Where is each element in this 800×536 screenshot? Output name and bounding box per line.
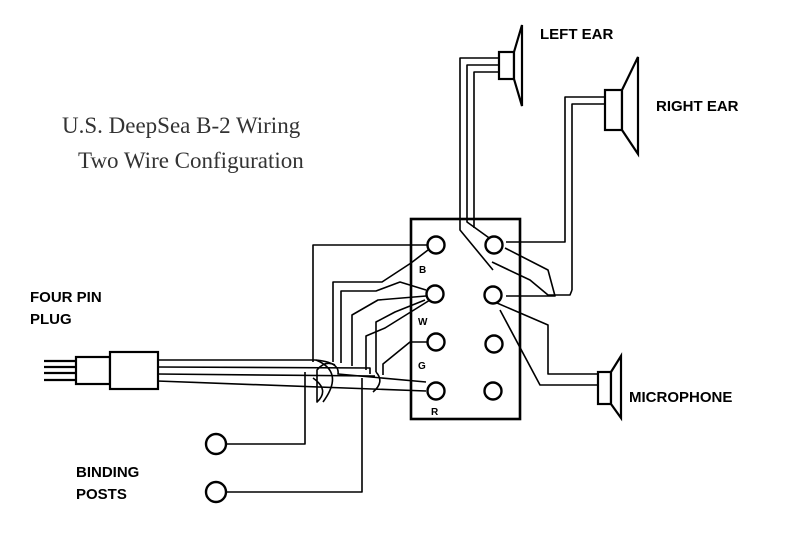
terminal-letter-b: B [419,265,426,276]
plug-cable-wire-2 [156,366,371,374]
cable-hump-wire [312,362,336,403]
terminal-letter-w: W [418,317,428,328]
left-ear-label: LEFT EAR [540,26,613,43]
microphone-icon [596,352,623,422]
plug-cable-wire-4 [156,380,427,392]
right-ear-wire-a [506,96,605,243]
left-ear-wire-a [459,57,499,271]
terminal-w [425,284,445,304]
left-ear-wire-c [473,71,500,228]
g-terminal-wire [382,341,427,375]
binding-posts-label-line1: BINDING [76,464,139,481]
terminal-right-1 [484,235,504,255]
right-ear-link-wire [491,261,573,296]
plug-cable-wire-1 [157,359,427,383]
plug-cable-wire-3 [156,373,376,377]
b-terminal-wire [332,249,429,362]
binding-post-wire-lower [227,378,363,493]
terminal-right-3 [484,334,504,354]
right-ear-return-wire [504,247,556,297]
cable-crossing-wire [315,359,334,403]
microphone-label: MICROPHONE [629,389,732,406]
left-ear-speaker-icon [497,24,524,107]
binding-post-wire-upper [227,372,306,445]
terminal-letter-g: G [418,361,426,372]
title-line-1: U.S. DeepSea B-2 Wiring [62,113,301,138]
terminal-r [426,381,446,401]
terminal-right-4 [483,381,503,401]
right-ear-speaker-icon [603,56,640,158]
four-pin-plug-icon [44,350,160,391]
binding-post-icon-upper [204,432,228,456]
w-terminal-wire-b [351,295,427,366]
terminal-g [426,332,446,352]
terminal-b [426,235,446,255]
b-terminal-loop-wire [312,244,427,362]
right-ear-label: RIGHT EAR [656,98,739,115]
title-line-2: Two Wire Configuration [78,148,304,173]
terminal-letter-r: R [431,407,439,418]
terminal-right-2 [483,285,503,305]
right-ear-wire-b [571,103,605,290]
w-terminal-wire-a [340,281,427,363]
four-pin-plug-label-line1: FOUR PIN [30,289,102,306]
binding-post-icon-lower [204,480,228,504]
four-pin-plug-label-line2: PLUG [30,311,72,328]
microphone-wire-b [499,309,598,386]
binding-posts-label-line2: POSTS [76,486,127,503]
left-ear-wire-b [466,64,499,241]
g-fan-wire-b [375,299,426,372]
microphone-wire-a [489,299,598,375]
cable-loop-wire [372,371,381,393]
